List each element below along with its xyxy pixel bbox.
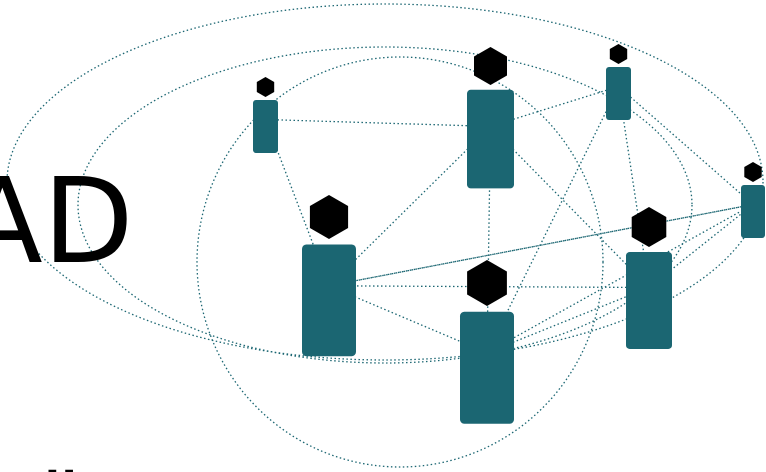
person-body: [460, 311, 514, 424]
person-body: [467, 89, 514, 189]
headline-text: AD: [0, 152, 134, 290]
person-icon: [741, 162, 765, 238]
orbit-ring-2: [77, 46, 693, 364]
person-head: [474, 47, 507, 85]
connection-line: [486, 86, 620, 354]
people-nodes: [253, 44, 765, 424]
person-head: [256, 77, 275, 97]
person-icon: [467, 47, 514, 189]
connection-line: [618, 86, 754, 205]
person-head: [467, 260, 507, 306]
connection-line: [486, 203, 754, 354]
person-head: [609, 44, 628, 64]
orbit-ellipses: [6, 3, 764, 468]
person-icon: [302, 195, 356, 357]
person-body: [606, 67, 631, 120]
person-head: [744, 162, 762, 182]
connection-line: [265, 118, 491, 128]
person-body: [626, 252, 672, 349]
person-icon: [253, 77, 278, 153]
person-head: [631, 207, 667, 247]
footer-text: ..: [44, 438, 77, 472]
connection-line: [490, 125, 650, 288]
person-icon: [606, 44, 631, 120]
person-body: [302, 244, 356, 357]
person-head: [309, 195, 349, 239]
person-icon: [460, 260, 514, 424]
person-body: [741, 185, 765, 238]
orbit-ring-1: [6, 3, 764, 361]
person-body: [253, 100, 278, 153]
orbit-ring-3: [196, 56, 604, 468]
person-icon: [626, 207, 672, 349]
